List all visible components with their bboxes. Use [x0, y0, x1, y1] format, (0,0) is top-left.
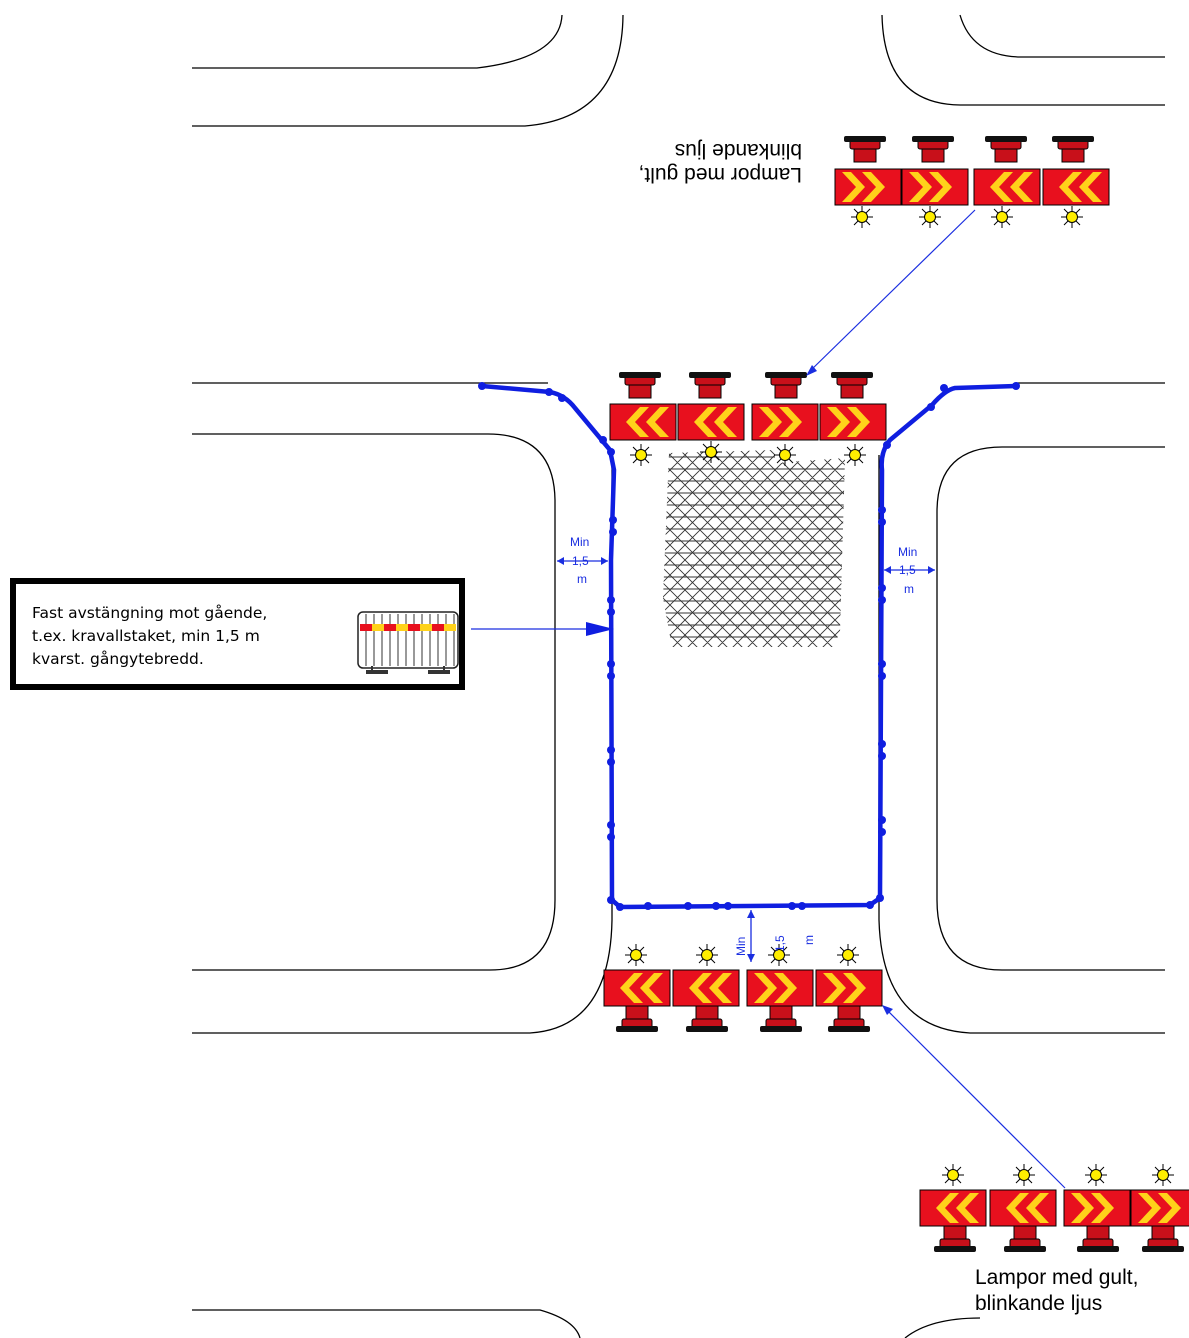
excavation-area	[663, 450, 845, 647]
dimension-bottom: Min 1,5 m	[734, 910, 816, 962]
dimension-right: Min 1,5 m	[884, 545, 935, 596]
svg-text:Min: Min	[898, 545, 917, 559]
svg-text:1,5: 1,5	[572, 554, 589, 568]
lamp-row-top-legend	[834, 135, 1110, 229]
info-line-2: t.ex. kravallstaket, min 1,5 m	[32, 627, 260, 645]
crowd-fence-icon	[357, 611, 459, 674]
svg-text:m: m	[577, 572, 587, 586]
svg-text:m: m	[802, 935, 816, 945]
info-text: Fast avstängning mot gående, t.ex. krava…	[32, 602, 362, 671]
leader-arrows	[471, 209, 1066, 1189]
svg-text:m: m	[904, 582, 914, 596]
lamp-label-top-line1: Lampor med gult,	[639, 163, 802, 186]
lamp-label-bottom-line1: Lampor med gult,	[975, 1266, 1138, 1289]
svg-text:Min: Min	[734, 937, 748, 956]
svg-text:Min: Min	[570, 535, 589, 549]
lamp-label-bottom-line2: blinkande ljus	[975, 1292, 1102, 1315]
info-line-3: kvarst. gångytebredd.	[32, 650, 204, 668]
info-box-fixed-barrier: Fast avstängning mot gående, t.ex. krava…	[10, 578, 465, 690]
svg-text:1,5: 1,5	[773, 935, 787, 952]
dimension-left: Min 1,5 m	[557, 535, 608, 586]
lamp-row-lower	[603, 943, 883, 1033]
fence-barrier	[478, 382, 1020, 911]
lamp-label-top-line2: blinkande ljus	[675, 139, 802, 162]
info-line-1: Fast avstängning mot gående,	[32, 604, 268, 622]
svg-text:1,5: 1,5	[899, 563, 916, 577]
road-edges	[192, 14, 1165, 1338]
